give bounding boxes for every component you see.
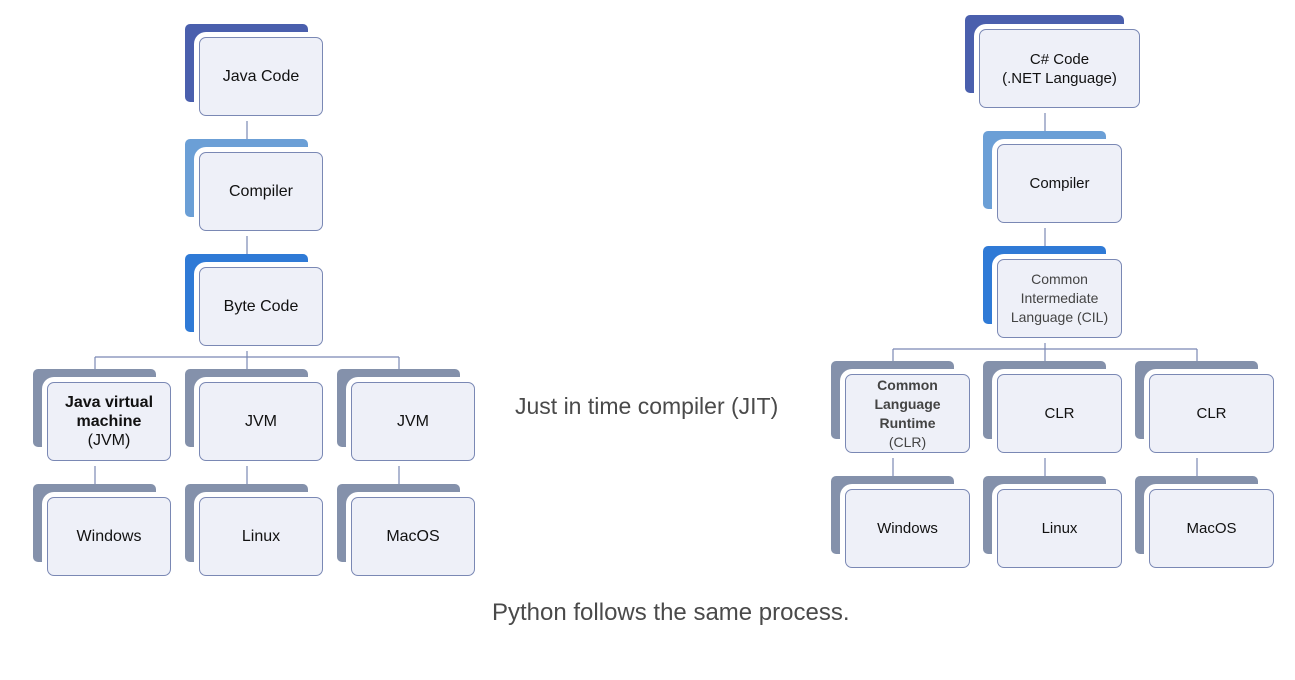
jvm-linux-label: JVM — [245, 413, 277, 430]
dotnet-compiler-label: Compiler — [1029, 175, 1090, 192]
clr-macos-label: CLR — [1196, 405, 1227, 422]
dotnet-windows-label: Windows — [877, 520, 938, 537]
cil-label: Common Intermediate Language (CIL) — [1010, 271, 1109, 325]
java-compiler-label: Compiler — [228, 183, 293, 200]
csharp-code-label: C# Code (.NET Language) — [1002, 50, 1117, 87]
dotnet-macos-label: MacOS — [1186, 520, 1237, 537]
dotnet-linux-label: Linux — [1041, 520, 1078, 537]
jvm-windows-label: (JVM) — [87, 432, 131, 449]
java-code-label: Java Code — [222, 68, 300, 85]
java-windows-label: Windows — [76, 528, 142, 545]
jvm-windows-label-bold: Java virtual machine — [64, 394, 154, 430]
jit-caption: Just in time compiler (JIT) — [515, 393, 779, 419]
clr-linux-label: CLR — [1044, 405, 1075, 422]
python-caption: Python follows the same process. — [492, 599, 850, 626]
clr-windows-label-bold: Common Language Runtime — [874, 376, 941, 431]
java-macos-label: MacOS — [386, 528, 440, 545]
clr-windows-label: (CLR) — [888, 433, 927, 450]
jvm-macos-label: JVM — [397, 413, 429, 430]
java-linux-label: Linux — [241, 528, 281, 545]
byte-code-label: Byte Code — [223, 298, 299, 315]
